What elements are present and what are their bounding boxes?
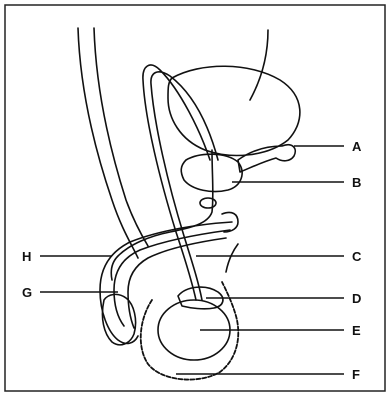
diagram-frame — [5, 5, 385, 391]
label-f: F — [352, 367, 360, 382]
label-e: E — [352, 323, 361, 338]
label-d: D — [352, 291, 361, 306]
label-b: B — [352, 175, 361, 190]
label-a: A — [352, 139, 362, 154]
label-h: H — [22, 249, 31, 264]
label-c: C — [352, 249, 362, 264]
label-g: G — [22, 285, 32, 300]
